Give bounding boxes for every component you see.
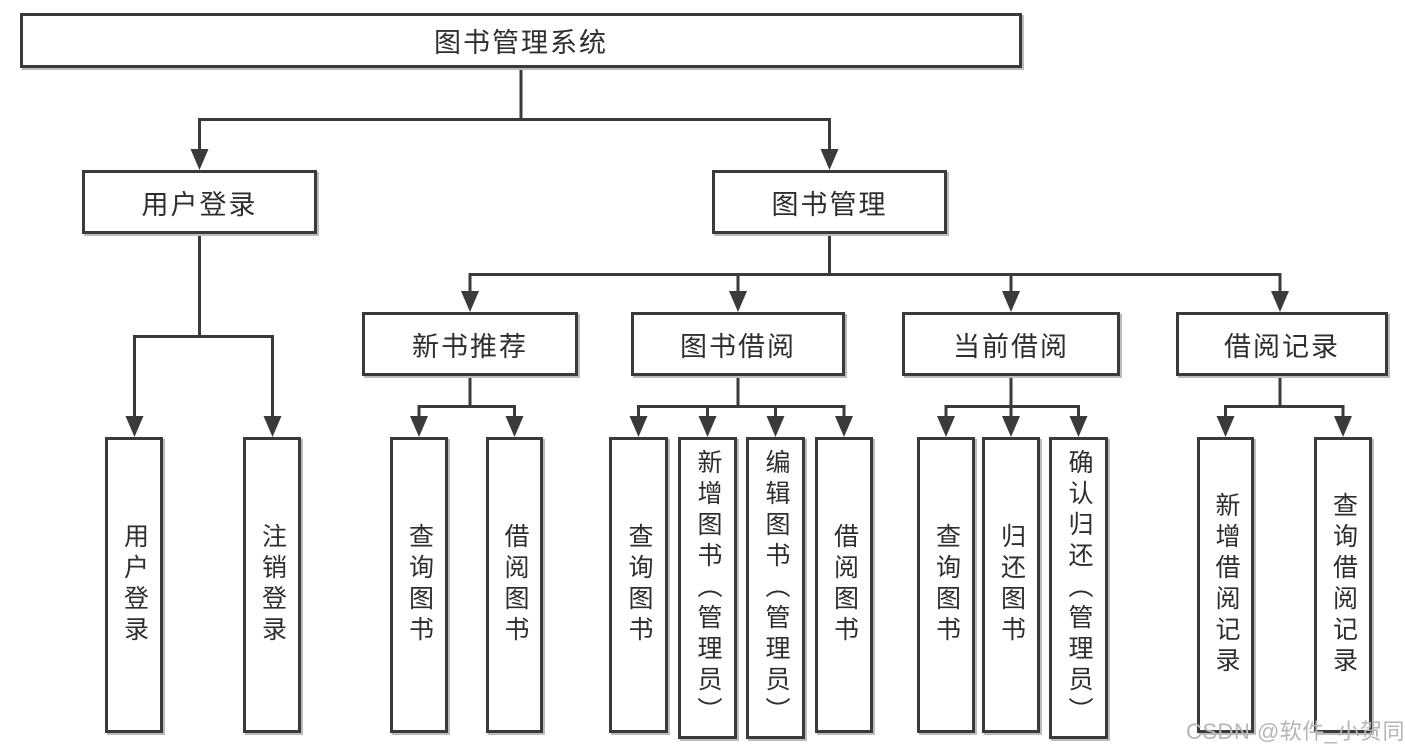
node-label: 编辑图书（管理员）: [762, 448, 790, 728]
leaf-confirm-return-admin: 确认归还（管理员）: [1049, 437, 1108, 739]
node-label: 查询图书: [625, 523, 653, 647]
leaf-query-books-borrow: 查询图书: [609, 437, 668, 733]
node-label: 新书推荐: [412, 331, 528, 362]
watermark-text: CSDN @软件_小贺同学: [1186, 719, 1405, 744]
node-label: 查询图书: [932, 523, 961, 647]
node-label: 查询图书: [405, 523, 434, 647]
node-label: 新增图书（管理员）: [694, 448, 722, 728]
node-book-management: 图书管理: [712, 170, 947, 234]
node-new-book-recommend: 新书推荐: [362, 312, 578, 376]
node-label: 用户登录: [120, 523, 149, 647]
leaf-logout: 注销登录: [243, 437, 301, 733]
leaf-borrow-books: 借阅图书: [815, 437, 873, 733]
leaf-query-books-current: 查询图书: [917, 437, 975, 733]
node-root-system: 图书管理系统: [20, 13, 1022, 68]
connector-group: [133, 68, 1345, 418]
node-book-borrow: 图书借阅: [631, 312, 845, 376]
node-label: 新增借阅记录: [1212, 492, 1240, 678]
node-label: 用户登录: [141, 189, 258, 220]
node-label: 图书管理: [771, 189, 888, 220]
leaf-add-borrow-record: 新增借阅记录: [1197, 437, 1254, 733]
node-label: 归还图书: [997, 523, 1026, 647]
node-label: 当前借阅: [953, 331, 1069, 362]
node-label: 图书管理系统: [434, 28, 608, 58]
node-label: 借阅图书: [501, 523, 529, 647]
leaf-user-login: 用户登录: [105, 437, 163, 733]
arrowheads-group: [125, 149, 1352, 437]
node-label: 查询借阅记录: [1329, 492, 1358, 678]
leaf-borrow-books-recommend: 借阅图书: [486, 437, 543, 733]
leaf-edit-books-admin: 编辑图书（管理员）: [746, 437, 805, 739]
node-current-borrow: 当前借阅: [902, 312, 1120, 376]
node-label: 图书借阅: [680, 331, 796, 362]
node-label: 注销登录: [258, 523, 287, 647]
node-user-login: 用户登录: [82, 170, 317, 234]
leaf-query-borrow-record: 查询借阅记录: [1314, 437, 1372, 733]
leaf-add-books-admin: 新增图书（管理员）: [678, 437, 737, 739]
node-label: 确认归还（管理员）: [1065, 448, 1093, 728]
node-label: 借阅记录: [1224, 331, 1340, 362]
node-label: 借阅图书: [830, 523, 859, 647]
leaf-query-books-recommend: 查询图书: [390, 437, 448, 733]
node-borrow-records: 借阅记录: [1176, 312, 1388, 376]
leaf-return-books: 归还图书: [982, 437, 1040, 733]
